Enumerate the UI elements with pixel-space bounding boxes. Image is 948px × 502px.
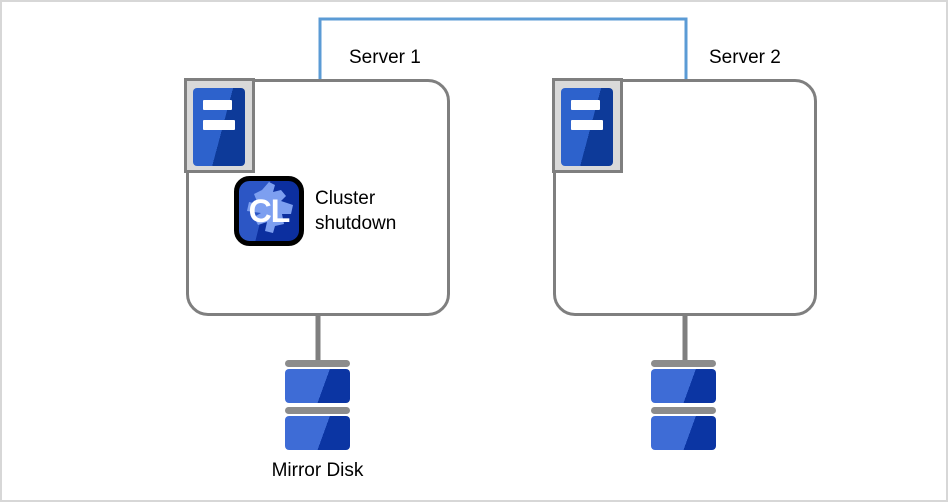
tower-slot-icon: [571, 100, 600, 110]
disk-platter: [651, 369, 716, 403]
disk-platter: [651, 416, 716, 450]
mirror-disk-label: Mirror Disk: [271, 460, 364, 481]
cluster-shutdown-icon: CL: [234, 176, 304, 246]
disk-cap: [651, 407, 716, 414]
tower-slot-icon: [203, 100, 232, 110]
disk-cap: [285, 360, 350, 367]
server-tower-icon: [193, 88, 245, 166]
server-tower-icon: [561, 88, 613, 166]
server1-label: Server 1: [349, 47, 421, 68]
tower-slot-icon: [571, 120, 603, 130]
disk-cap: [651, 360, 716, 367]
cluster-splat-shape: [247, 182, 293, 233]
disk-platter: [285, 416, 350, 450]
server2-box: [553, 79, 817, 316]
mirror-disk-icon-server1: [285, 360, 350, 450]
server2-icon-panel: [552, 78, 623, 173]
cluster-shutdown-label: Cluster shutdown: [315, 188, 397, 234]
disk-cap: [285, 407, 350, 414]
interconnect-line: [318, 17, 688, 82]
cluster-icon-text: CL: [249, 193, 290, 229]
mirror-disk-icon-server2: [651, 360, 716, 450]
disk-platter: [285, 369, 350, 403]
tower-slot-icon: [203, 120, 235, 130]
server1-icon-panel: [184, 78, 255, 173]
server2-label: Server 2: [709, 47, 781, 68]
